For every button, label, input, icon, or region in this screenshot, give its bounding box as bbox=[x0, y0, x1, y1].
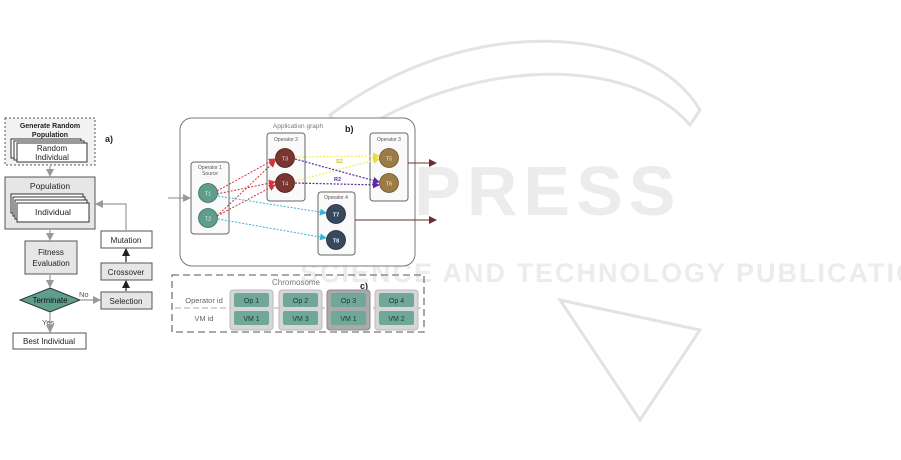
fitness-evaluation-box bbox=[24, 240, 78, 275]
gene-3-vm-cell bbox=[331, 311, 366, 325]
operator-1-source-label: Source bbox=[202, 171, 218, 177]
application-graph-title: Application graph bbox=[273, 123, 324, 130]
task-t8: T8 bbox=[326, 230, 346, 250]
generate-line2: Population bbox=[32, 132, 68, 139]
operator-3-label: Operator 3 bbox=[377, 137, 401, 143]
gene-2-op-label: Op 2 bbox=[293, 298, 308, 305]
edge-t3-t5 bbox=[294, 152, 380, 160]
task-t5-circle bbox=[379, 148, 399, 168]
panel-a-flowchart: a) Generate Random Population Random Ind… bbox=[4, 117, 153, 350]
operator-id-row-label: Operator id bbox=[185, 296, 223, 305]
selection-box bbox=[100, 291, 153, 310]
edge-label-r2: R2 bbox=[334, 177, 341, 183]
gene-1: Op 1 VM 1 bbox=[229, 289, 274, 331]
chromosome-frame bbox=[171, 274, 425, 333]
random-individual-box bbox=[16, 142, 88, 163]
task-t6-circle bbox=[379, 173, 399, 193]
task-t1-label: T1 bbox=[205, 192, 211, 198]
vm-id-row-label: VM id bbox=[194, 314, 213, 323]
terminate-label: Terminate bbox=[32, 296, 68, 305]
task-t3-circle bbox=[275, 148, 295, 168]
mutation-box bbox=[100, 230, 153, 249]
selection-label: Selection bbox=[110, 297, 143, 306]
gene-2-vm-cell bbox=[283, 311, 318, 325]
fitness-line2: Evaluation bbox=[32, 259, 69, 268]
fitness-line1: Fitness bbox=[38, 248, 64, 257]
watermark-swoosh bbox=[328, 39, 702, 143]
random-line1: Random bbox=[37, 144, 68, 153]
yes-label: Yes bbox=[42, 318, 54, 327]
operator-2-label: Operator 2 bbox=[274, 137, 298, 143]
individual-label: Individual bbox=[35, 207, 71, 217]
gene-1-op-cell bbox=[234, 293, 269, 307]
panel-c-chromosome: Chromosome c) Operator id VM id Op 1 VM … bbox=[171, 274, 425, 333]
task-t6: T6 bbox=[379, 173, 399, 193]
task-t8-label: T8 bbox=[333, 239, 339, 245]
gene-3-op-label: Op 3 bbox=[341, 298, 356, 305]
panel-c-label: c) bbox=[360, 281, 368, 291]
task-t8-circle bbox=[326, 230, 346, 250]
gene-2: Op 2 VM 3 bbox=[278, 289, 323, 331]
gene-4: Op 4 VM 2 bbox=[374, 289, 419, 331]
watermark-wing bbox=[556, 297, 703, 423]
task-t4: T4 bbox=[275, 173, 295, 193]
edge-t2-t8 bbox=[217, 218, 327, 241]
task-t5-label: T5 bbox=[386, 157, 392, 163]
edge-t1-t7 bbox=[217, 195, 327, 216]
mutation-label: Mutation bbox=[111, 236, 142, 245]
chromosome-title: Chromosome bbox=[272, 278, 321, 287]
arrow-mutation-to-population bbox=[95, 200, 127, 230]
gene-2-vm-label: VM 3 bbox=[292, 316, 308, 323]
gene-1-op-label: Op 1 bbox=[244, 298, 259, 305]
task-t6-label: T6 bbox=[386, 182, 392, 188]
panel-b-application-graph: Application graph b) Operator 1 Source O… bbox=[168, 117, 437, 267]
task-t3-label: T3 bbox=[282, 157, 288, 163]
best-individual-box bbox=[12, 332, 87, 350]
random-line2: Individual bbox=[35, 153, 69, 162]
task-t5: T5 bbox=[379, 148, 399, 168]
generate-line1: Generate Random bbox=[20, 123, 80, 130]
gene-4-op-cell bbox=[379, 293, 414, 307]
individual-box bbox=[16, 202, 90, 223]
population-title: Population bbox=[30, 181, 70, 191]
gene-3: Op 3 VM 1 bbox=[326, 289, 371, 331]
operator-4-label: Operator 4 bbox=[324, 195, 348, 201]
no-label: No bbox=[79, 290, 89, 299]
edge-t2-t3 bbox=[216, 160, 276, 217]
task-t1-circle bbox=[198, 183, 218, 203]
task-t3: T3 bbox=[275, 148, 295, 168]
crossover-box bbox=[100, 262, 153, 281]
task-t7-circle bbox=[326, 204, 346, 224]
edge-label-s2: S2 bbox=[336, 159, 343, 165]
operator-1-label: Operator 1 bbox=[198, 165, 222, 171]
task-t4-circle bbox=[275, 173, 295, 193]
gene-1-vm-cell bbox=[234, 311, 269, 325]
task-t4-label: T4 bbox=[282, 182, 288, 188]
gene-2-op-cell bbox=[283, 293, 318, 307]
task-t2-label: T2 bbox=[205, 217, 211, 223]
task-t7-label: T7 bbox=[333, 213, 339, 219]
panel-a-label: a) bbox=[105, 134, 113, 144]
edge-t3-t6 bbox=[294, 158, 380, 184]
task-t1: T1 bbox=[198, 183, 218, 203]
task-t2-circle bbox=[198, 208, 218, 228]
best-individual-label: Best Individual bbox=[23, 337, 75, 346]
crossover-label: Crossover bbox=[108, 268, 145, 277]
gene-3-vm-label: VM 1 bbox=[340, 316, 356, 323]
task-t2: T2 bbox=[198, 208, 218, 228]
gene-1-vm-label: VM 1 bbox=[243, 316, 259, 323]
gene-4-vm-cell bbox=[379, 311, 414, 325]
edge-t1-t3 bbox=[216, 158, 276, 192]
task-t7: T7 bbox=[326, 204, 346, 224]
panel-b-label: b) bbox=[345, 124, 354, 134]
gene-4-op-label: Op 4 bbox=[389, 298, 404, 305]
edge-t4-t6 bbox=[294, 181, 380, 189]
gene-3-op-cell bbox=[331, 293, 366, 307]
gene-4-vm-label: VM 2 bbox=[388, 316, 404, 323]
